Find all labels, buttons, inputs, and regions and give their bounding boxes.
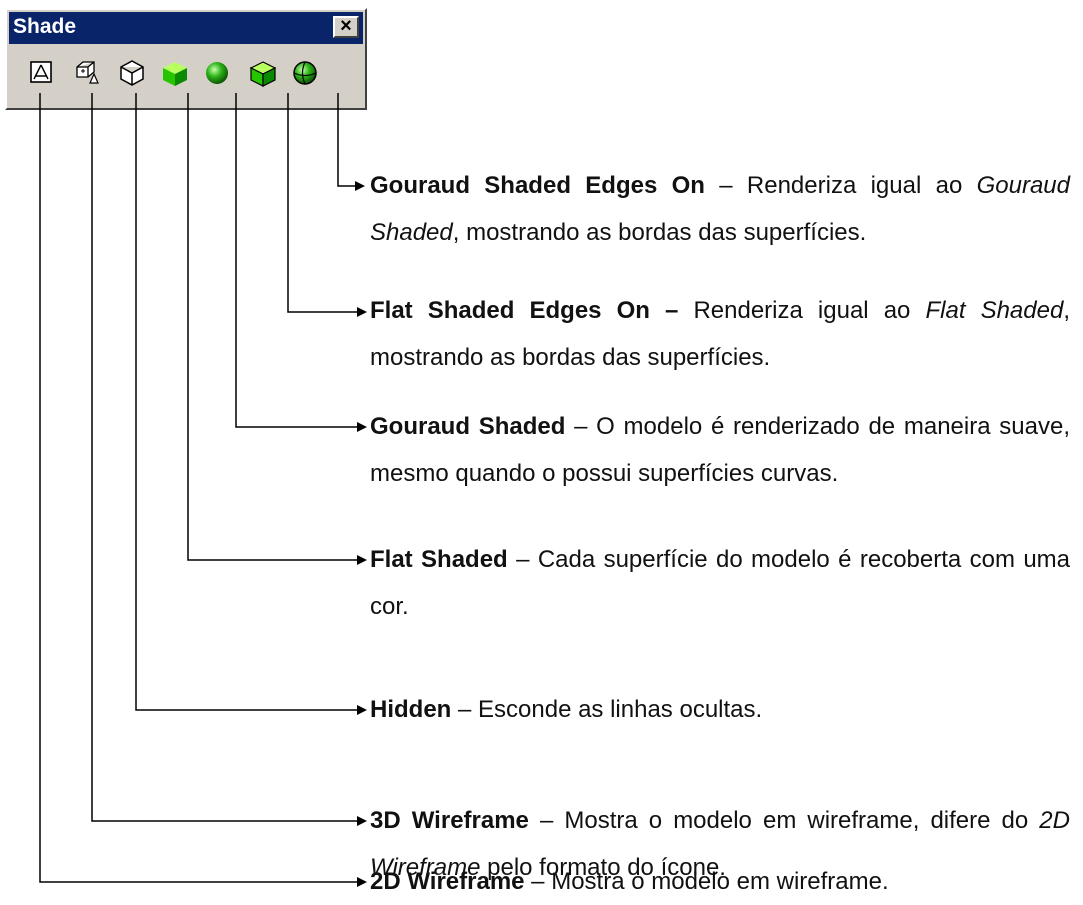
flat-shaded-edges-icon — [249, 61, 277, 87]
desc-text: Cada superfície do modelo é recoberta co… — [370, 546, 1071, 620]
toolbar-titlebar[interactable]: Shade × — [9, 12, 363, 44]
gouraud-shaded-icon — [206, 62, 228, 84]
desc-text: Mostra o modelo em wireframe. — [551, 868, 889, 895]
desc-text: O modelo é renderizado de maneira suave,… — [370, 413, 1070, 487]
desc-text: , mostrando as bordas das superfícies. — [370, 297, 1070, 371]
desc-sep: – — [524, 868, 552, 895]
desc-flat-shaded: Flat Shaded – Cada superfície do modelo … — [370, 536, 1070, 630]
close-button[interactable]: × — [333, 16, 359, 38]
flat-shaded-button[interactable] — [158, 56, 192, 90]
close-icon[interactable]: × — [340, 15, 352, 37]
flat-shaded-edges-button[interactable] — [246, 56, 280, 90]
desc-title: Hidden — [370, 696, 452, 723]
3d-wireframe-icon — [76, 61, 99, 84]
desc-gouraud-shaded: Gouraud Shaded – O modelo é renderizado … — [370, 403, 1070, 497]
gouraud-shaded-edges-button[interactable] — [288, 56, 322, 90]
desc-2d-wireframe: 2D Wireframe – Mostra o modelo em wirefr… — [370, 858, 1070, 905]
desc-sep: – — [704, 172, 747, 199]
2d-wireframe-icon — [30, 61, 52, 83]
desc-em: Gouraud Shaded — [370, 172, 1070, 246]
3d-wireframe-button[interactable] — [72, 56, 106, 90]
desc-flat-shaded-edges: Flat Shaded Edges On – Renderiza igual a… — [370, 287, 1070, 381]
desc-gouraud-shaded-edges: Gouraud Shaded Edges On – Renderiza igua… — [370, 162, 1070, 256]
desc-title: 2D Wireframe — [370, 868, 525, 895]
desc-title: Flat Shaded Edges On – — [370, 297, 679, 324]
gouraud-shaded-button[interactable] — [200, 56, 234, 90]
desc-text: Renderiza igual ao — [746, 172, 977, 199]
desc-text: Mostra o modelo em wireframe, difere do — [564, 807, 1040, 834]
toolbar-title: Shade — [13, 15, 77, 38]
desc-sep: – — [528, 807, 565, 834]
hidden-button[interactable] — [115, 56, 149, 90]
desc-sep — [678, 297, 693, 324]
gouraud-shaded-edges-icon — [293, 61, 317, 85]
desc-text: pelo formato do ícone. — [480, 854, 726, 881]
desc-text: Renderiza igual ao — [693, 297, 926, 324]
desc-title: 3D Wireframe — [370, 807, 529, 834]
desc-3d-wireframe: 3D Wireframe – Mostra o modelo em wirefr… — [370, 797, 1070, 891]
desc-text: , mostrando as bordas das superfícies. — [452, 219, 867, 246]
desc-em: 2D Wireframe — [370, 807, 1070, 881]
desc-sep: – — [451, 696, 479, 723]
desc-hidden: Hidden – Esconde as linhas ocultas. — [370, 686, 1070, 733]
desc-title: Gouraud Shaded Edges On — [370, 172, 705, 199]
desc-sep: – — [507, 546, 538, 573]
flat-shaded-icon — [163, 62, 187, 86]
desc-title: Gouraud Shaded — [370, 413, 566, 440]
hidden-icon — [120, 60, 144, 86]
desc-text: Esconde as linhas ocultas. — [478, 696, 763, 723]
2d-wireframe-button[interactable] — [25, 56, 59, 90]
desc-title: Flat Shaded — [370, 546, 508, 573]
desc-sep: – — [565, 413, 597, 440]
desc-em: Flat Shaded — [925, 297, 1064, 324]
shade-toolbar-window: Shade × — [5, 8, 367, 110]
